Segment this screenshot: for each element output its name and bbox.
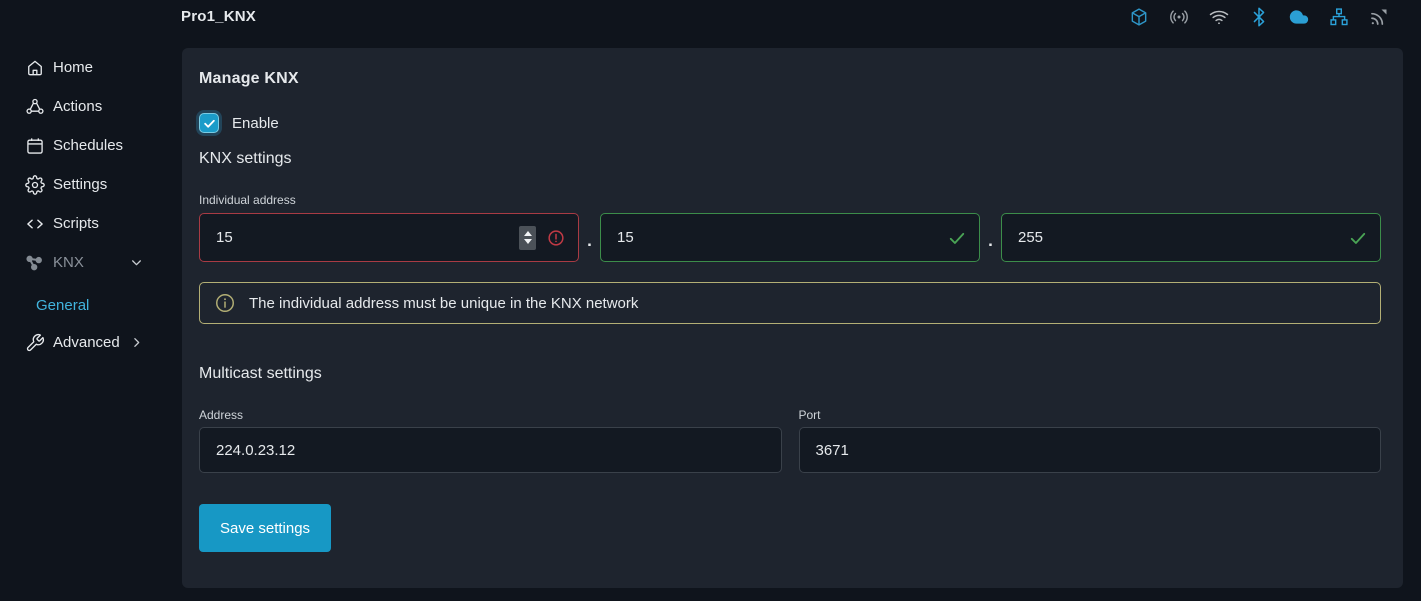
- enable-row: Enable: [199, 113, 1381, 133]
- chevron-down-icon: [132, 260, 141, 266]
- info-icon: [216, 294, 234, 312]
- address-segment-2: [600, 213, 980, 262]
- address-segment-3-input[interactable]: [1002, 214, 1348, 261]
- sidebar-item-general[interactable]: General: [0, 287, 181, 323]
- error-icon: [548, 229, 564, 246]
- enable-checkbox[interactable]: [199, 113, 219, 133]
- sidebar-item-knx[interactable]: KNX: [0, 243, 181, 282]
- sidebar-item-settings[interactable]: Settings: [0, 165, 181, 204]
- valid-check-icon: [949, 232, 965, 244]
- multicast-address-input[interactable]: [199, 427, 782, 473]
- home-icon: [28, 60, 42, 75]
- actions-icon: [26, 98, 44, 114]
- save-settings-button[interactable]: Save settings: [199, 504, 332, 552]
- individual-address-label: Individual address: [199, 193, 296, 207]
- address-separator: .: [587, 231, 592, 250]
- status-icon-row: [1129, 7, 1389, 27]
- address-segment-1-input[interactable]: [200, 214, 519, 261]
- info-banner-text: The individual address must be unique in…: [249, 294, 639, 312]
- number-stepper[interactable]: [519, 225, 536, 250]
- cube-icon: [1131, 8, 1147, 26]
- info-banner: The individual address must be unique in…: [199, 282, 1381, 324]
- address-separator: .: [988, 231, 993, 250]
- address-segment-3: [1001, 213, 1381, 262]
- sidebar-item-label: General: [36, 296, 90, 314]
- sidebar-item-label: Advanced: [53, 334, 120, 351]
- multicast-fields: Address Port: [199, 408, 1381, 473]
- sidebar-item-label: KNX: [53, 254, 84, 271]
- sidebar-item-advanced[interactable]: Advanced: [0, 323, 181, 362]
- radio-icon: [1170, 10, 1188, 24]
- main-card: Manage KNX Enable KNX settings Individua…: [182, 48, 1403, 588]
- gear-icon: [25, 174, 45, 195]
- multicast-port-input[interactable]: [798, 427, 1381, 473]
- topbar: Pro1_KNX: [0, 0, 1421, 34]
- multicast-port-group: Port: [798, 408, 1381, 473]
- multicast-address-label: Address: [199, 408, 244, 422]
- nfc-icon: [1371, 9, 1387, 25]
- page-title: Manage KNX: [199, 70, 299, 87]
- checkmark-icon: [203, 119, 215, 128]
- sidebar-item-actions[interactable]: Actions: [0, 87, 181, 126]
- knx-settings-heading: KNX settings: [199, 150, 292, 167]
- sidebar: Home Actions Schedules Settings Scripts …: [0, 34, 181, 601]
- multicast-settings-heading: Multicast settings: [199, 365, 322, 382]
- lan-icon: [1330, 8, 1348, 26]
- address-segment-2-input[interactable]: [601, 214, 947, 261]
- multicast-address-group: Address: [199, 408, 782, 473]
- code-icon: [27, 219, 43, 228]
- sidebar-item-schedules[interactable]: Schedules: [0, 126, 181, 165]
- sidebar-item-label: Scripts: [53, 215, 99, 232]
- sidebar-item-scripts[interactable]: Scripts: [0, 204, 181, 243]
- calendar-icon: [27, 137, 43, 154]
- chevron-right-icon: [133, 338, 140, 347]
- valid-check-icon: [1350, 232, 1366, 244]
- wifi-icon: [1209, 10, 1229, 25]
- cloud-icon: [1289, 10, 1309, 24]
- app-title: Pro1_KNX: [181, 8, 256, 25]
- sidebar-item-label: Schedules: [53, 137, 124, 154]
- sidebar-item-label: Home: [53, 59, 94, 76]
- knx-icon: [26, 255, 42, 270]
- sidebar-item-label: Actions: [53, 98, 103, 115]
- multicast-port-label: Port: [798, 408, 821, 422]
- sidebar-item-label: Settings: [53, 176, 108, 193]
- address-segment-1: [199, 213, 579, 262]
- enable-checkbox-label: Enable: [232, 114, 279, 132]
- individual-address-row: . .: [199, 213, 1381, 262]
- bluetooth-icon: [1253, 7, 1265, 27]
- sidebar-item-home[interactable]: Home: [0, 48, 181, 87]
- wrench-icon: [26, 333, 44, 351]
